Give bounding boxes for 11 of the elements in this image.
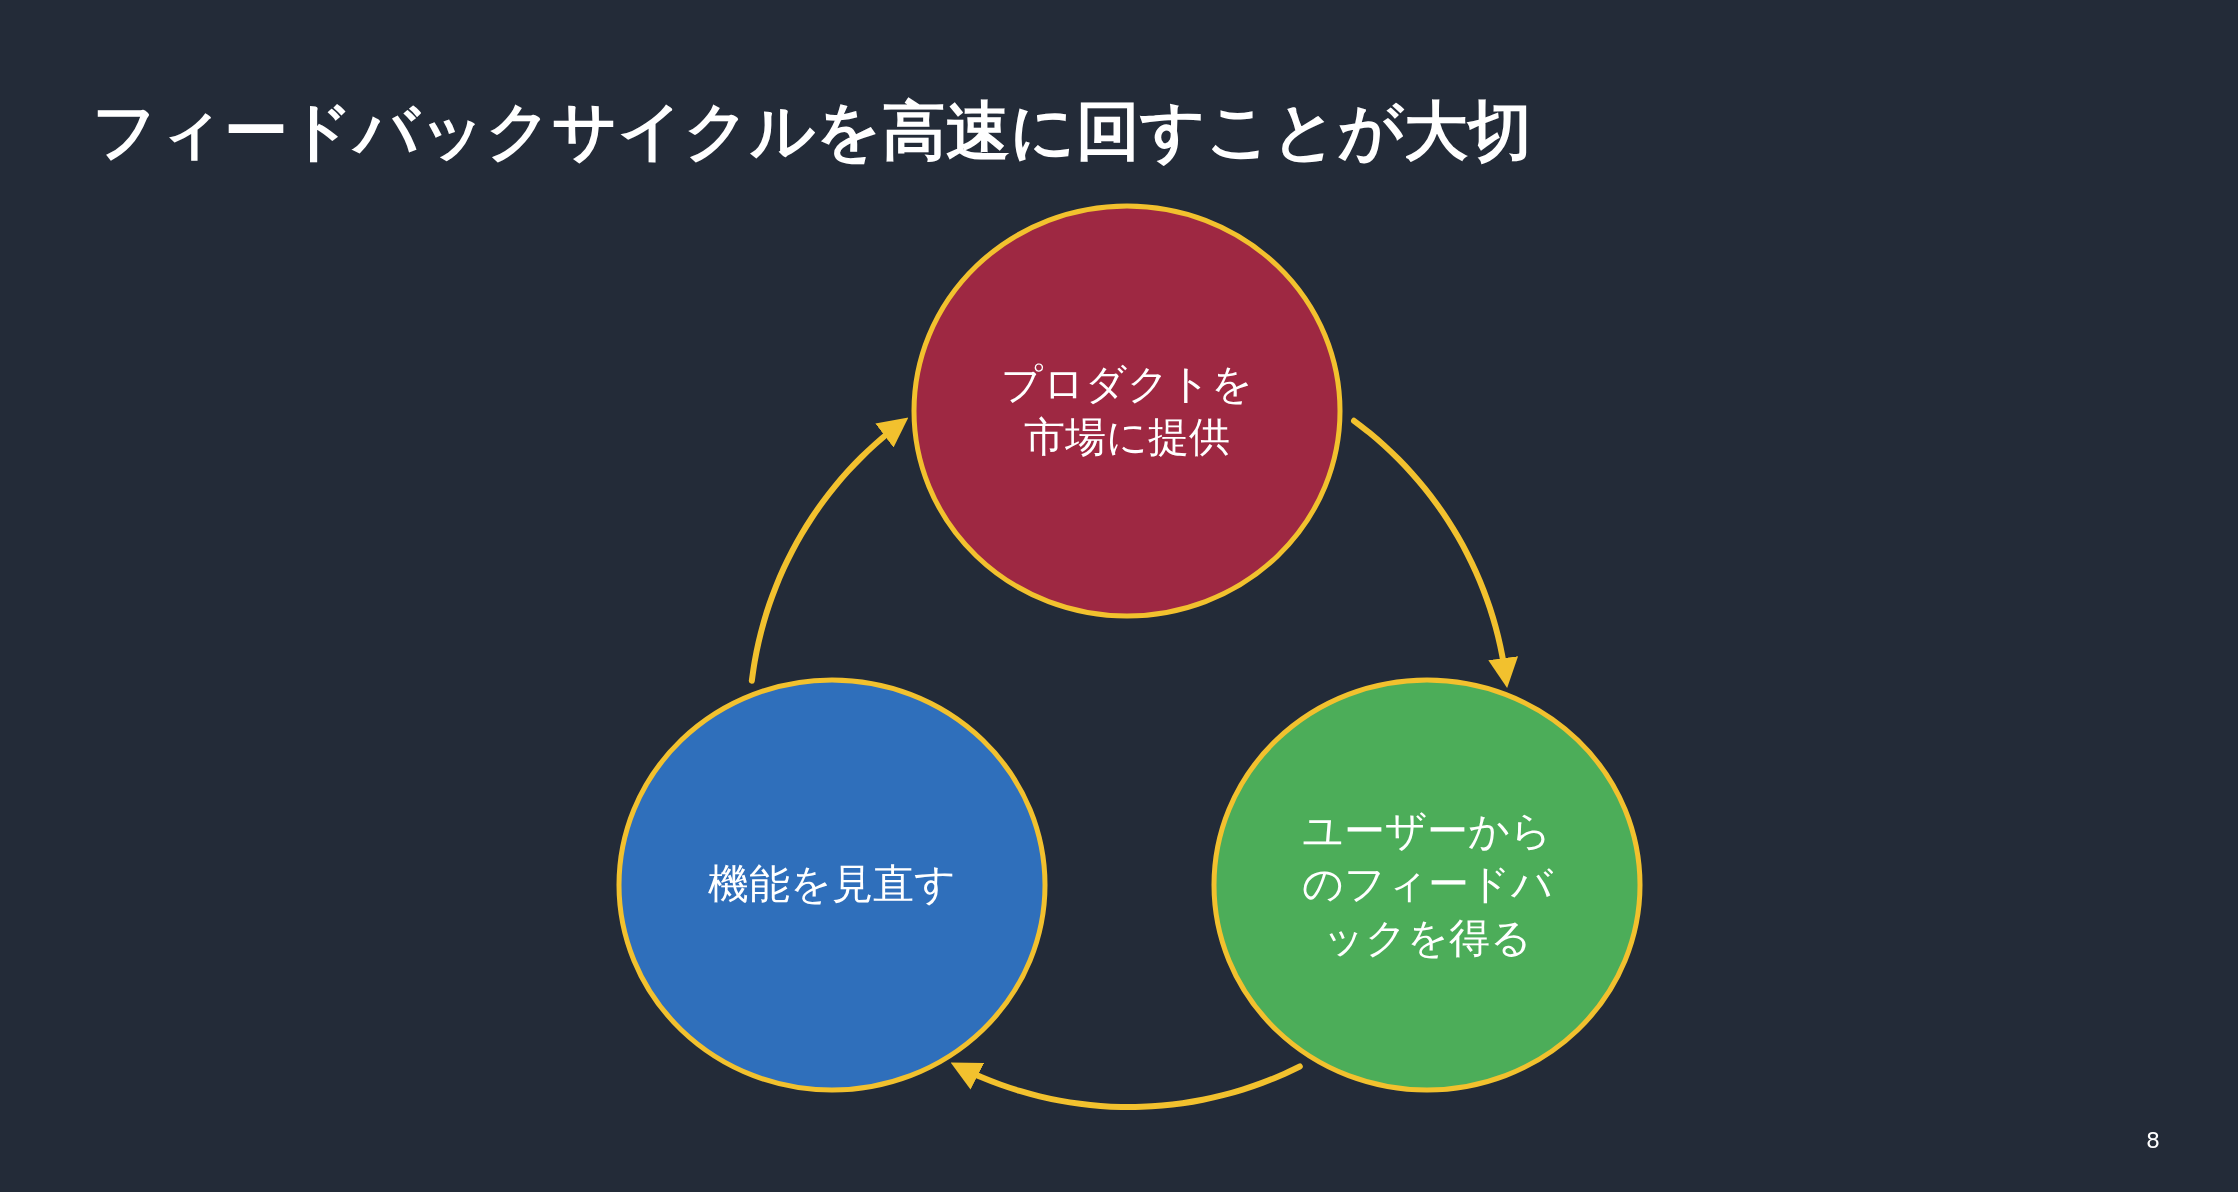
step-label: ユーザーからのフィードバックを得る [1300,806,1554,964]
step-circle [1211,677,1643,1093]
slide-title: フィードバックサイクルを高速に回すことが大切 [92,93,1532,170]
step-label: プロダクトを市場に提供 [1000,358,1254,463]
cycle-arrow [1351,417,1519,688]
step-circle [616,677,1048,1093]
cycle-arrow [748,417,909,684]
cycle-arrow [950,1062,1303,1110]
step-circle [911,203,1343,619]
page-number: 8 [2146,1128,2160,1153]
step-label: 機能を見直す [707,859,957,911]
